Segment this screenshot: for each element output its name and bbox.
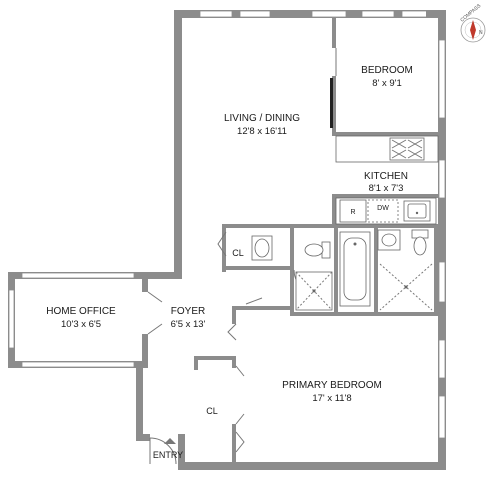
primary-closet-label: CL [206, 406, 218, 416]
foyer-dims: 6'5 x 13' [171, 319, 206, 330]
exterior-walls [8, 10, 446, 470]
compass-icon: COMPASS N [459, 3, 486, 43]
dishwasher-label: DW [377, 205, 389, 212]
refrigerator-icon [339, 199, 367, 223]
foyer-name: FOYER [171, 306, 205, 317]
bedroom-name: BEDROOM [361, 65, 413, 76]
bath-fixtures [251, 229, 433, 311]
entry-label: ENTRY [153, 450, 183, 460]
compass-north: N [479, 30, 483, 36]
kitchen-dims: 8'1 x 7'3 [369, 183, 404, 194]
home-office-dims: 10'3 x 6'5 [61, 319, 101, 330]
door-swings [147, 48, 337, 465]
kitchen-fixtures [335, 135, 439, 225]
hall-closet-label: CL [232, 248, 244, 258]
interior-walls [142, 18, 438, 470]
living-dining-dims: 12'8 x 16'11 [237, 126, 287, 137]
primary-bedroom-dims: 17' x 11'8 [312, 393, 351, 404]
entry-arrow-icon [164, 438, 176, 444]
dishwasher-icon [367, 199, 399, 223]
living-dining-name: LIVING / DINING [224, 113, 300, 124]
home-office-name: HOME OFFICE [46, 306, 116, 317]
bedroom-dims: 8' x 9'1 [372, 78, 402, 89]
refrigerator-label: R [350, 209, 355, 216]
kitchen-name: KITCHEN [364, 171, 408, 182]
primary-bedroom-name: PRIMARY BEDROOM [282, 380, 382, 391]
